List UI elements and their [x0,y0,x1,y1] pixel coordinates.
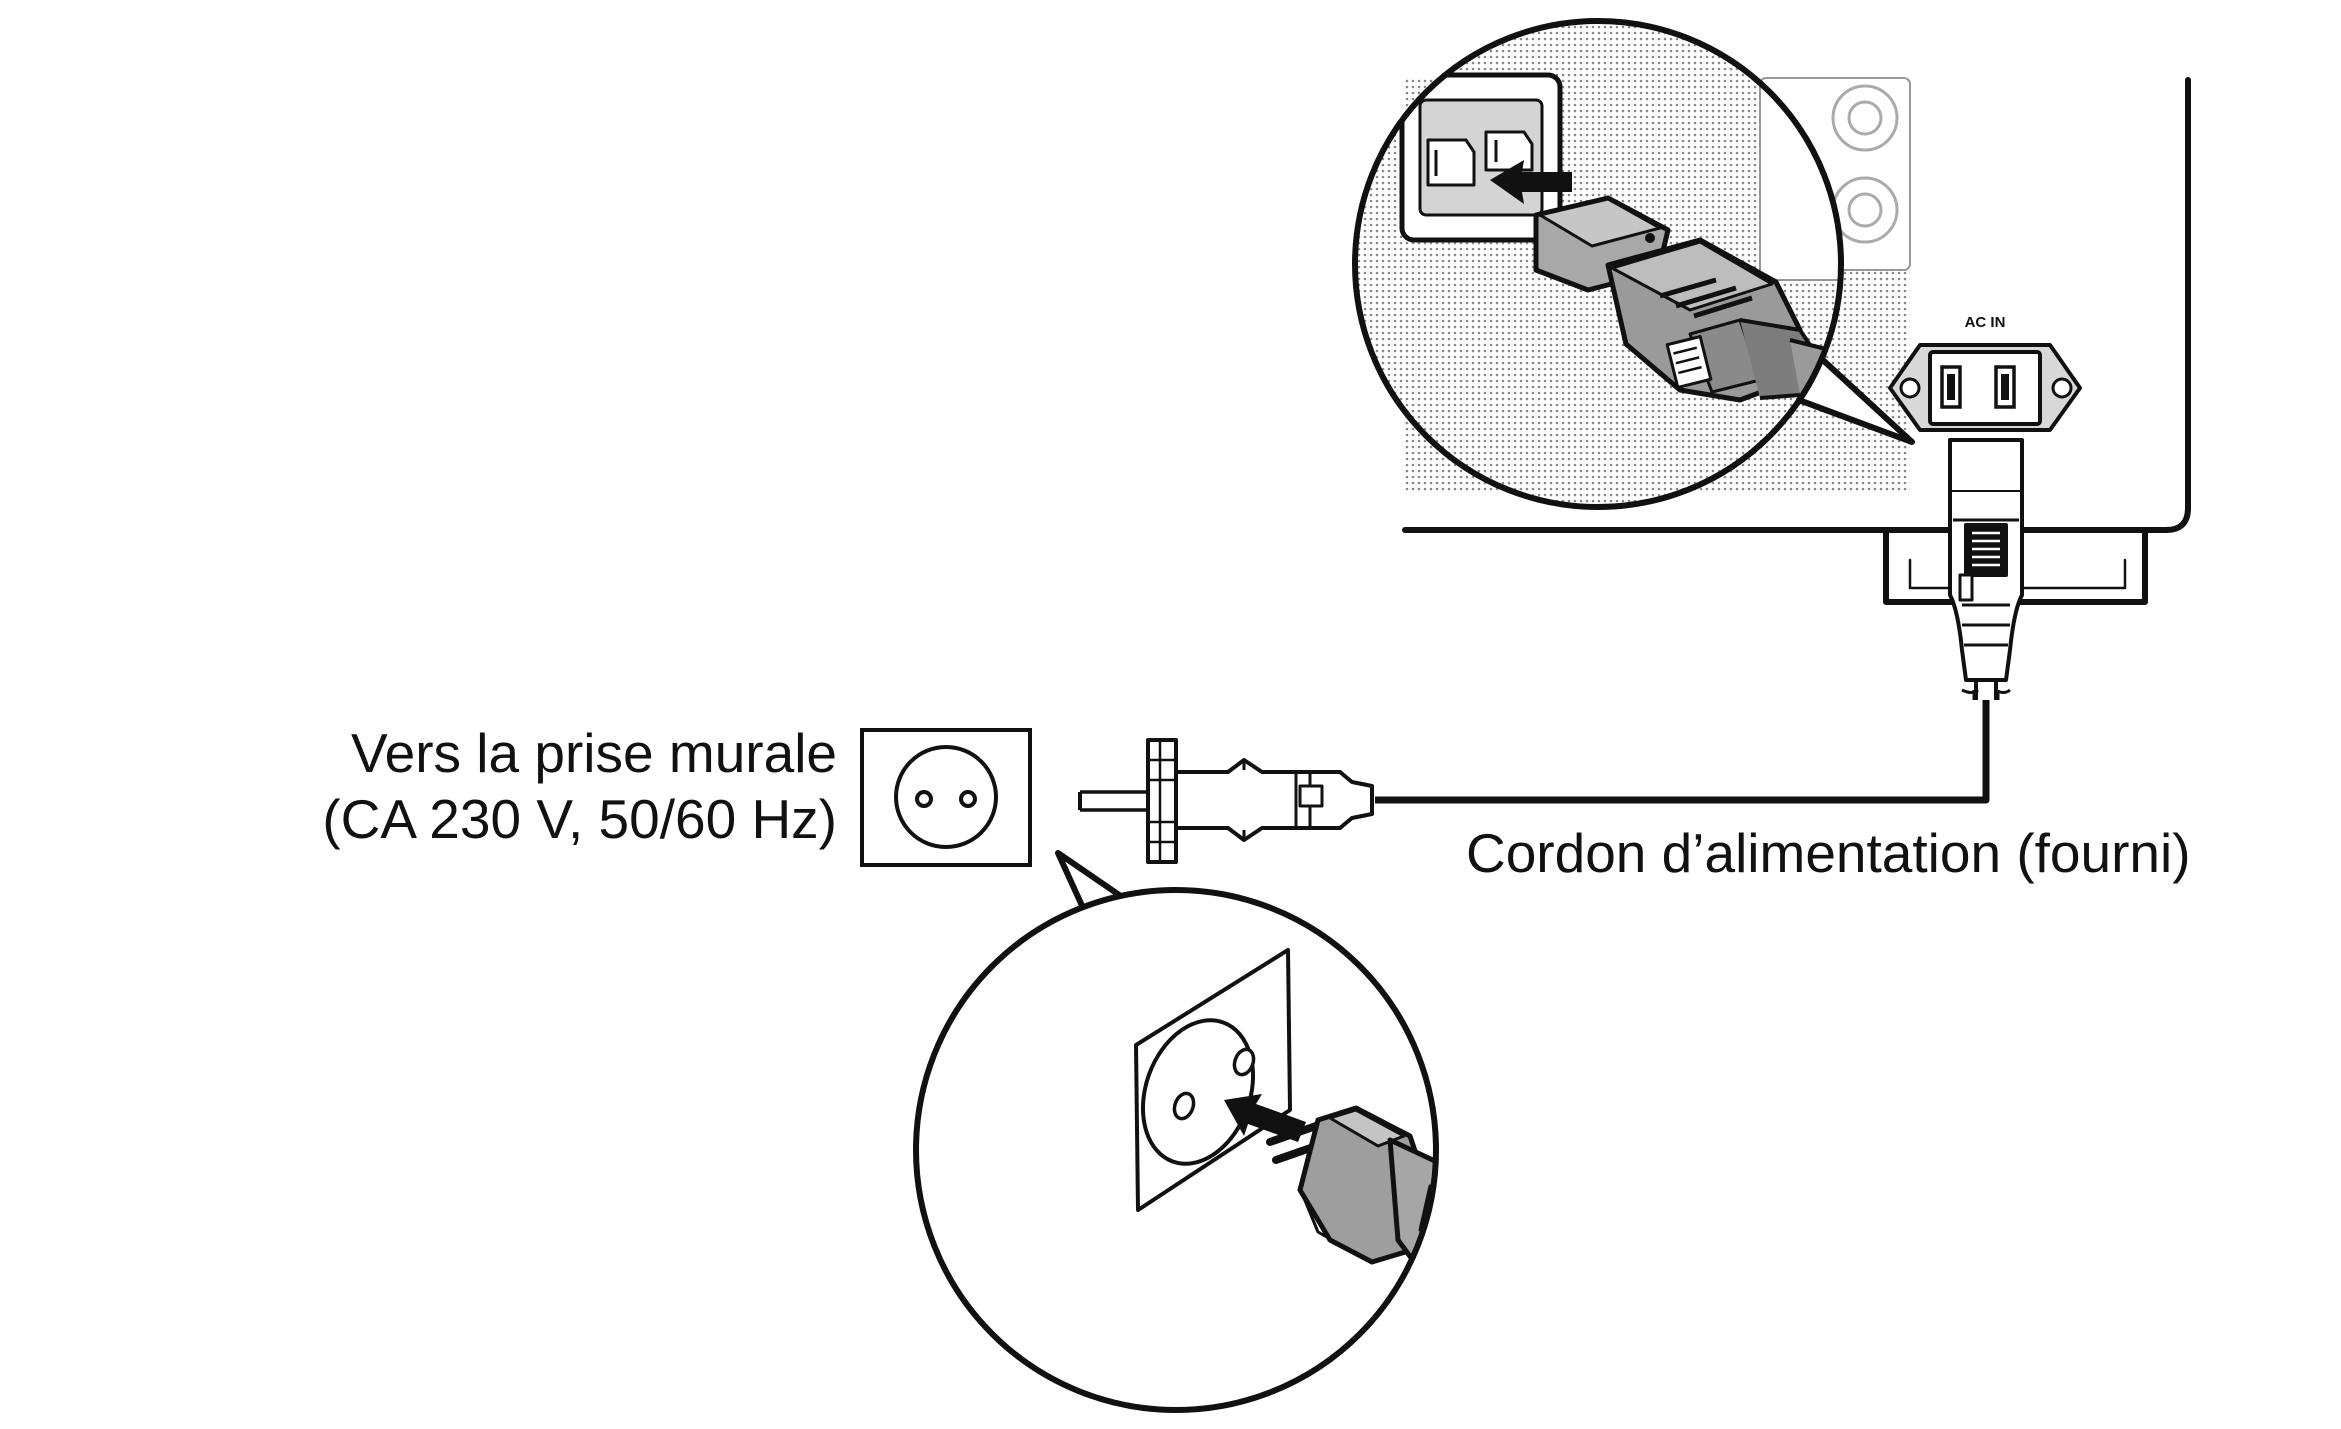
iec-plug-zoom-icon [1533,195,1841,403]
iec-plug-icon [1948,438,2024,682]
wall-outlet-label: Vers la prise murale (CA 230 V, 50/60 Hz… [322,720,837,852]
mains-plug-side-icon [1078,738,1374,864]
wall-outlet-label-line1: Vers la prise murale [350,722,837,784]
magnify-callout-bottom [913,850,1439,1413]
ac-inlet-icon: AC IN [1888,314,2082,432]
power-cord-icon [1375,680,2011,804]
ac-in-label: AC IN [1965,314,2006,331]
wall-outlet-label-line2: (CA 230 V, 50/60 Hz) [322,788,837,850]
wall-outlet-icon [860,728,1032,867]
magnify-callout-top [1352,18,1915,510]
power-cord-label: Cordon d’alimentation (fourni) [1466,822,2191,884]
